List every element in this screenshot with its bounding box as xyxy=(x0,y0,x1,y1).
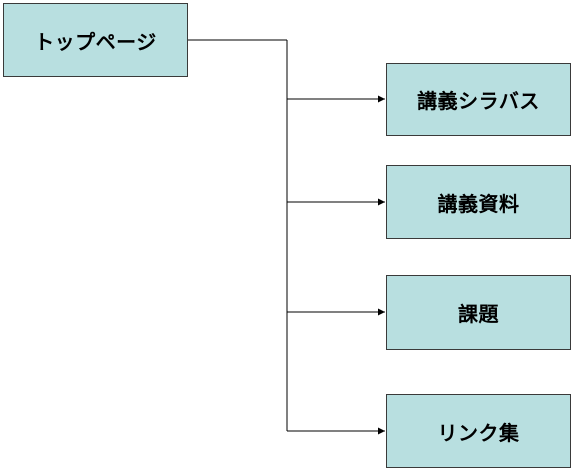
node-syllabus-label: 講義シラバス xyxy=(417,89,540,113)
node-materials-label: 講義資料 xyxy=(437,191,520,216)
node-materials[interactable]: 講義資料 xyxy=(386,165,571,239)
node-top-page[interactable]: トップページ xyxy=(3,3,188,77)
node-top-page-label: トップページ xyxy=(34,29,157,54)
node-assignments[interactable]: 課題 xyxy=(386,275,571,350)
node-links[interactable]: リンク集 xyxy=(386,394,571,468)
node-syllabus[interactable]: 講義シラバス xyxy=(386,63,571,136)
node-links-label: リンク集 xyxy=(437,420,520,445)
node-assignments-label: 課題 xyxy=(458,302,499,326)
